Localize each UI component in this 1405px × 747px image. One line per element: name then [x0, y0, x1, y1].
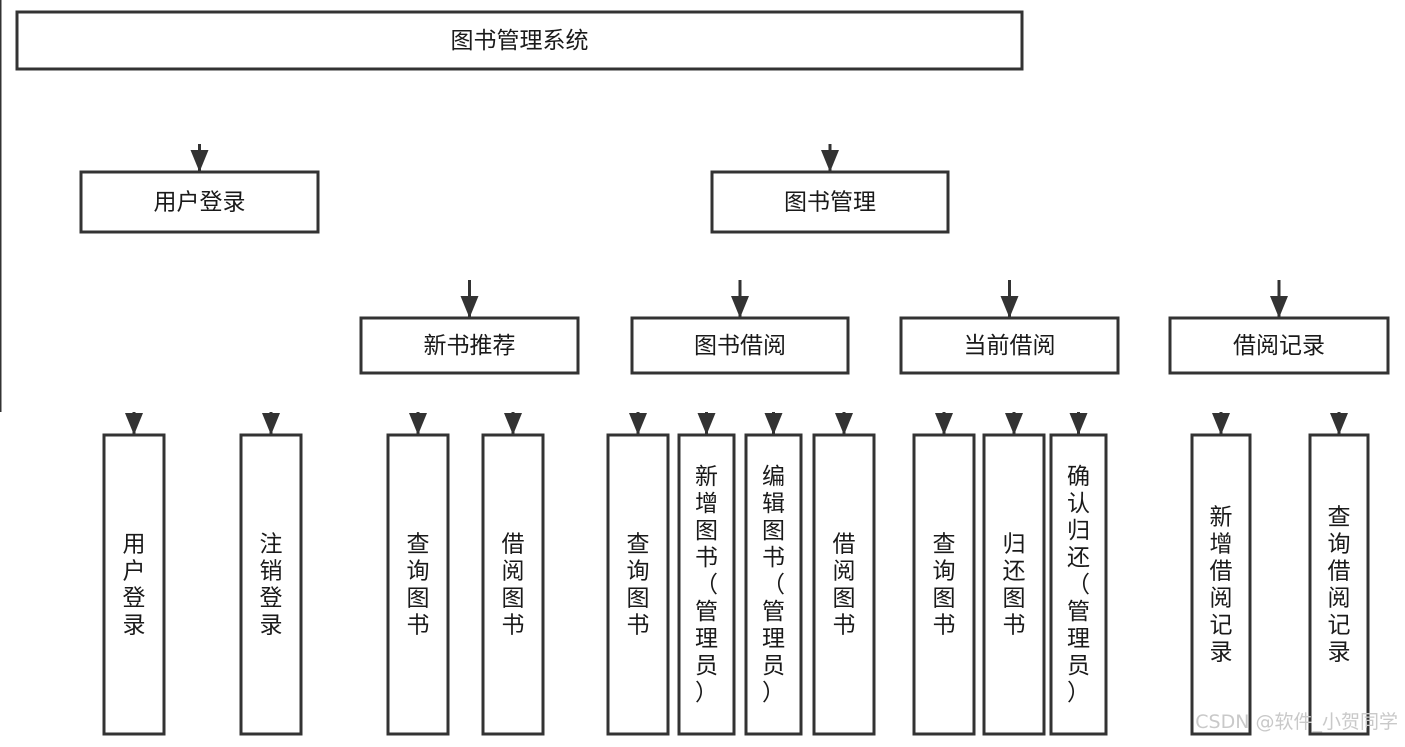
node-leaf-user-login[interactable]: 用户登录 [102, 433, 166, 736]
node-leaf-return-book[interactable]: 归还图书 [982, 433, 1046, 736]
arrow-head-icon [190, 150, 209, 172]
arrow-head-icon [935, 413, 953, 435]
node-box [239, 433, 303, 736]
node-label: 图书管理 [784, 190, 876, 216]
arrow-head-icon [409, 413, 427, 435]
node-box [606, 433, 670, 736]
node-label: 借阅图书 [502, 532, 525, 639]
node-leaf-query-book-2[interactable]: 查询图书 [606, 433, 670, 736]
arrow-head-icon [1000, 296, 1019, 318]
arrow-head-icon [262, 413, 280, 435]
node-layer: 图书管理系统用户登录用户登录注销登录图书管理新书推荐查询图书借阅图书图书借阅查询… [15, 10, 1390, 736]
node-label: 归还图书 [1003, 532, 1026, 639]
node-root[interactable]: 图书管理系统 [15, 10, 1024, 71]
node-book-borrow[interactable]: 图书借阅 [630, 316, 850, 375]
node-label: 用户登录 [123, 532, 146, 639]
node-leaf-edit-book-admin[interactable]: 编辑图书（管理员） [744, 433, 803, 736]
node-label: 查询借阅记录 [1328, 505, 1351, 666]
node-box [744, 433, 803, 736]
node-box [481, 433, 545, 736]
node-label: 当前借阅 [964, 333, 1056, 359]
node-label: 查询图书 [627, 532, 650, 639]
node-user-login[interactable]: 用户登录 [79, 170, 320, 234]
node-label: 注销登录 [260, 532, 283, 639]
node-book-management[interactable]: 图书管理 [710, 170, 950, 234]
node-leaf-borrow-book-1[interactable]: 借阅图书 [481, 433, 545, 736]
node-box [386, 433, 450, 736]
node-label: 查询图书 [407, 532, 430, 639]
node-leaf-query-borrow-record[interactable]: 查询借阅记录 [1308, 433, 1370, 736]
node-box [1308, 433, 1370, 736]
node-leaf-add-book-admin[interactable]: 新增图书（管理员） [677, 433, 736, 736]
arrow-head-icon [1330, 413, 1348, 435]
node-label: 图书管理系统 [451, 28, 589, 54]
node-current-borrow[interactable]: 当前借阅 [899, 316, 1120, 375]
node-label: 图书借阅 [694, 333, 786, 359]
arrow-head-icon [764, 413, 783, 435]
node-label: 查询图书 [933, 532, 956, 639]
arrow-head-icon [125, 413, 143, 435]
node-leaf-borrow-book-2[interactable]: 借阅图书 [812, 433, 876, 736]
node-box [982, 433, 1046, 736]
node-box [359, 316, 580, 375]
node-box [710, 170, 950, 234]
node-label: 编辑图书（管理员） [762, 464, 785, 706]
node-leaf-add-borrow-record[interactable]: 新增借阅记录 [1190, 433, 1252, 736]
csdn-watermark: CSDN @软件_小贺同学 [1195, 711, 1398, 733]
node-box [677, 433, 736, 736]
node-box [102, 433, 166, 736]
arrow-head-icon [1212, 413, 1230, 435]
arrow-head-icon [1270, 296, 1288, 318]
node-label: 借阅图书 [833, 532, 856, 639]
node-box [1049, 433, 1108, 736]
node-label: 新增图书（管理员） [695, 464, 718, 706]
arrow-head-icon [504, 413, 522, 435]
node-label: 用户登录 [154, 190, 246, 216]
arrow-head-icon [629, 413, 647, 435]
node-leaf-query-book-1[interactable]: 查询图书 [386, 433, 450, 736]
node-leaf-confirm-return-admin[interactable]: 确认归还（管理员） [1049, 433, 1108, 736]
node-leaf-user-logout[interactable]: 注销登录 [239, 433, 303, 736]
node-box [812, 433, 876, 736]
node-box [1168, 316, 1390, 375]
node-box [899, 316, 1120, 375]
node-label: 确认归还（管理员） [1067, 464, 1090, 706]
node-box [79, 170, 320, 234]
node-leaf-query-book-3[interactable]: 查询图书 [912, 433, 976, 736]
node-box [912, 433, 976, 736]
node-borrow-record[interactable]: 借阅记录 [1168, 316, 1390, 375]
arrow-head-icon [1069, 413, 1088, 435]
arrow-head-icon [460, 296, 479, 318]
node-box [15, 10, 1024, 71]
arrow-head-icon [821, 150, 839, 172]
arrow-head-icon [697, 413, 716, 435]
connector-layer [0, 0, 1348, 435]
node-label: 借阅记录 [1233, 333, 1325, 359]
arrow-head-icon [731, 296, 749, 318]
node-box [630, 316, 850, 375]
arrow-head-icon [1005, 413, 1023, 435]
arrow-head-icon [835, 413, 853, 435]
node-box [1190, 433, 1252, 736]
node-label: 新书推荐 [424, 333, 516, 359]
node-new-book-recommend[interactable]: 新书推荐 [359, 316, 580, 375]
node-label: 新增借阅记录 [1210, 505, 1233, 666]
